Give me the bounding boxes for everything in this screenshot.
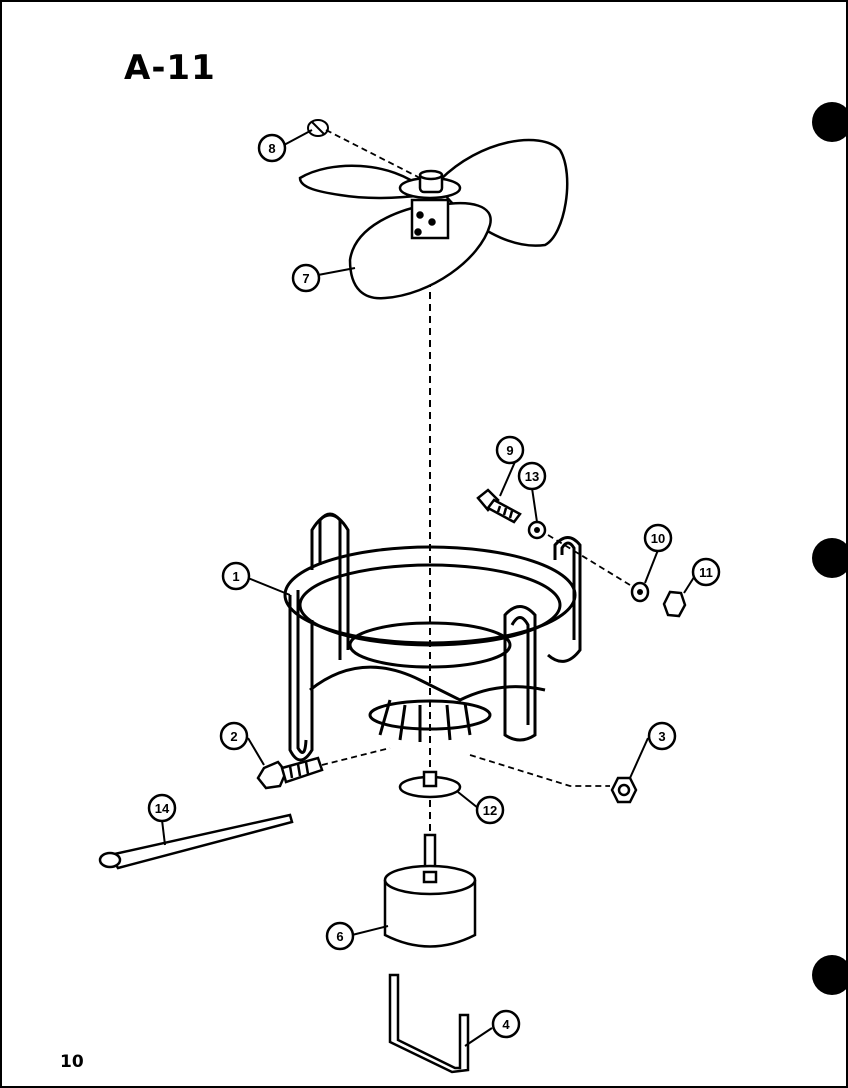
callout-6: 6 [325, 921, 355, 951]
fan-blade [298, 138, 569, 300]
callout-13: 13 [517, 461, 547, 491]
binder-hole-top [812, 102, 848, 142]
callout-1: 1 [221, 561, 251, 591]
carriage-bolt [476, 488, 522, 524]
hex-nut-side [662, 590, 687, 618]
cable-tie [98, 813, 294, 870]
callout-3: 3 [647, 721, 677, 751]
binder-hole-bottom [812, 955, 848, 995]
callout-7: 7 [291, 263, 321, 293]
callout-2: 2 [219, 721, 249, 751]
bolt-guide-line [321, 747, 391, 766]
callout-4: 4 [491, 1009, 521, 1039]
svg-text:14: 14 [155, 801, 170, 816]
screw-guide-line [325, 129, 421, 179]
hex-bolt [256, 756, 324, 790]
wire-guard-frame [283, 512, 582, 762]
svg-text:6: 6 [336, 929, 343, 944]
callout-11: 11 [691, 557, 721, 587]
callout-8: 8 [257, 133, 287, 163]
diagram-title: A-11 [124, 48, 216, 88]
side-guide-line [547, 534, 631, 586]
svg-text:11: 11 [699, 565, 713, 580]
set-screw [307, 119, 329, 137]
svg-text:4: 4 [502, 1017, 510, 1032]
svg-text:7: 7 [302, 271, 309, 286]
motor-mount-washer [398, 770, 462, 799]
svg-text:2: 2 [230, 729, 237, 744]
svg-text:8: 8 [268, 141, 275, 156]
svg-text:1: 1 [232, 569, 239, 584]
binder-hole-middle [812, 538, 848, 578]
svg-text:13: 13 [525, 469, 539, 484]
callout-10: 10 [643, 523, 673, 553]
hex-nut-bottom [610, 776, 638, 804]
svg-text:9: 9 [506, 443, 513, 458]
callout-12: 12 [475, 795, 505, 825]
mounting-bracket [388, 973, 470, 1074]
fan-motor [383, 833, 477, 948]
svg-text:3: 3 [658, 729, 665, 744]
svg-text:12: 12 [483, 803, 497, 818]
nut-guide-line [469, 754, 610, 787]
svg-text:10: 10 [651, 531, 665, 546]
callout-14: 14 [147, 793, 177, 823]
page-number: 10 [60, 1052, 84, 1072]
callout-9: 9 [495, 435, 525, 465]
